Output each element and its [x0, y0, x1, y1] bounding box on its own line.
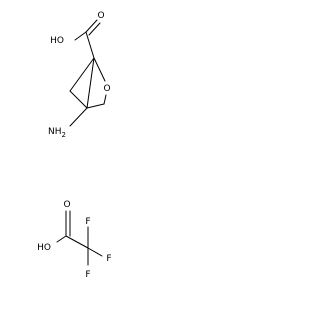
oh-label: HO — [50, 36, 64, 46]
carbonyl-o-label: O — [97, 11, 104, 21]
bond-ring-o-ch2 — [103, 94, 107, 105]
bond-ch2-to-c4 — [86, 103, 105, 109]
bond-c-oh — [74, 31, 87, 41]
bond-c-oh — [56, 235, 67, 243]
bond-c-o-double-2 — [88, 22, 101, 36]
bond-c-o-double-1 — [85, 19, 98, 33]
bond-c1-ring-o — [93, 57, 106, 82]
amine-subscript: 2 — [62, 131, 66, 139]
structure-figure: HO O O NH2 HO O F F F — [0, 0, 129, 304]
bond-ch2-left-to-c4 — [69, 90, 88, 109]
oh-label: HO — [37, 243, 51, 253]
ring-o-label: O — [103, 84, 110, 94]
bond-c-cf3 — [65, 235, 89, 249]
carbonyl-o-label: O — [63, 200, 70, 210]
bond-bridge-c1-c4 — [86, 57, 95, 109]
amine-label: NH2 — [48, 127, 66, 139]
bond-acid-to-bridgehead — [85, 31, 95, 59]
f-right-label: F — [106, 254, 111, 264]
bond-bridgehead-ch2-left — [69, 57, 95, 92]
bond-c-f-right — [87, 247, 103, 257]
f-bottom-label: F — [85, 270, 90, 280]
trifluoroacetic-acid: HO O F F F — [37, 200, 112, 280]
f-top-label: F — [85, 217, 90, 227]
amino-oxabicyclo-carboxylic-acid: HO O O NH2 — [48, 11, 111, 139]
amine-nh: NH — [48, 127, 62, 137]
structure-canvas: HO O O NH2 HO O F F F — [37, 11, 112, 280]
bond-c4-nh2 — [69, 107, 88, 127]
